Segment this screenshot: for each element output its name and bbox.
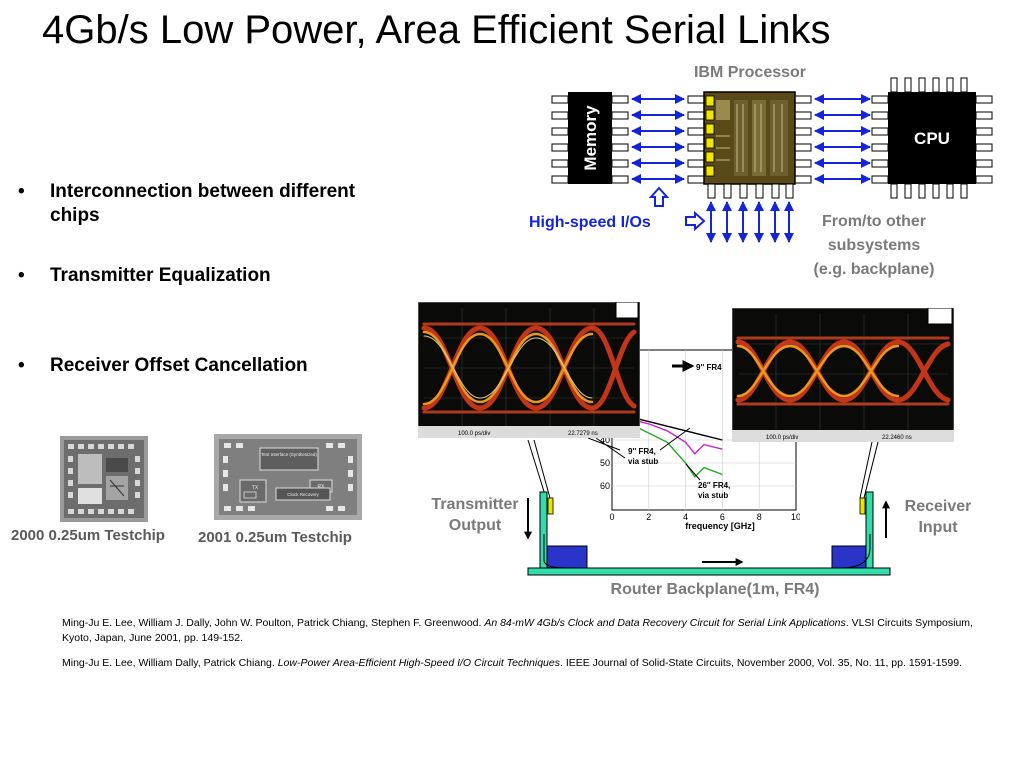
bullet-symbol: •	[18, 355, 25, 376]
plot-x-tick-label: 10	[791, 512, 800, 522]
memory-label: Memory	[581, 105, 600, 171]
chip-block-label: Clock Recovery	[287, 492, 319, 497]
memory-processor-links	[631, 94, 685, 184]
router-backplane-diagram	[524, 438, 891, 576]
processor-cpu-links	[814, 94, 871, 184]
plot-xlabel: frequency [GHz]	[685, 521, 755, 531]
backplane-board	[527, 567, 891, 576]
plot-x-tick-label: 8	[757, 512, 762, 522]
bullet-text: Interconnection between different chips	[50, 181, 356, 226]
tx-eye-time-div: 100.0 ps/div	[458, 431, 490, 437]
tx-eye-diagram: 100.0 ps/div 22.7279 ns	[418, 302, 640, 438]
bullet-symbol: •	[18, 265, 25, 286]
reference-item: Ming-Ju E. Lee, William Dally, Patrick C…	[62, 657, 962, 669]
plot-annotation: 9'' FR4	[696, 363, 722, 372]
plot-y-tick-label: -60	[600, 481, 610, 491]
chip-block-label: RX	[318, 484, 326, 490]
memory-pins	[551, 95, 629, 184]
testchip-2001-die-photo: Test Interface (Synthesized) TX RX Clock…	[214, 434, 362, 520]
reference-item: Ming-Ju E. Lee, William J. Dally, John W…	[62, 617, 973, 644]
high-speed-io-label: High-speed I/Os	[529, 214, 651, 231]
external-subsystems-label-line: subsystems	[828, 237, 921, 254]
chip-block-label: Test Interface (Synthesized)	[261, 452, 317, 457]
bullet-text: Receiver Offset Cancellation	[50, 355, 308, 376]
testchip-2000-die-photo	[60, 436, 148, 522]
processor-pins	[687, 95, 812, 184]
references: Ming-Ju E. Lee, William J. Dally, John W…	[62, 616, 998, 681]
rx-eye-diagram: 100.0 ps/div 22.2460 ns	[732, 308, 954, 442]
tx-eye-time-ref: 22.7279 ns	[568, 431, 598, 437]
plot-x-tick-label: 0	[609, 512, 614, 522]
external-subsystems-label-line: From/to other	[822, 213, 926, 230]
tx-line-card	[539, 491, 548, 569]
ibm-processor-die	[703, 91, 796, 185]
external-io-links	[706, 201, 794, 243]
testchip-2001-caption: 2001 0.25um Testchip	[198, 529, 352, 546]
plot-x-tick-label: 6	[720, 512, 725, 522]
cpu-chip	[888, 92, 976, 184]
chip-block-label: TX	[252, 485, 259, 491]
transmitter-output-label: Transmitter Output	[431, 496, 519, 534]
plot-annotation: 26'' FR4,	[698, 481, 730, 490]
external-subsystems-label-line: (e.g. backplane)	[814, 261, 935, 278]
ibm-processor-label: IBM Processor	[694, 64, 806, 81]
plot-x-tick-label: 2	[646, 512, 651, 522]
plot-annotation: via stub	[628, 457, 658, 466]
memory-chip	[568, 92, 612, 184]
plot-x-tick-label: 4	[683, 512, 688, 522]
right-hollow-arrow-icon	[685, 210, 706, 232]
receiver-input-label: Receiver Input	[904, 498, 972, 536]
cpu-label: CPU	[914, 129, 950, 148]
plot-y-tick-label: -50	[600, 458, 610, 468]
rx-connector	[831, 545, 867, 569]
plot-annotation: 9'' FR4,	[628, 447, 656, 456]
system-block-diagram: IBM Processor Memory	[529, 64, 993, 278]
bullet-text: Transmitter Equalization	[50, 265, 271, 286]
plot-ticks: 0 2 4 6 8 10 -40 -50 -60	[600, 435, 800, 522]
tx-connector	[546, 545, 588, 569]
page-title: 4Gb/s Low Power, Area Efficient Serial L…	[42, 8, 831, 52]
rx-line-card	[865, 491, 874, 569]
up-hollow-arrow-icon	[648, 186, 670, 207]
bullet-symbol: •	[18, 181, 25, 202]
router-backplane-label: Router Backplane(1m, FR4)	[610, 581, 820, 598]
plot-annotation: via stub	[698, 491, 728, 500]
rx-eye-time-ref: 22.2460 ns	[882, 435, 912, 441]
plot-y-tick-label: -40	[600, 435, 610, 445]
testchip-2000-caption: 2000 0.25um Testchip	[11, 527, 165, 544]
rx-eye-time-div: 100.0 ps/div	[766, 435, 798, 441]
